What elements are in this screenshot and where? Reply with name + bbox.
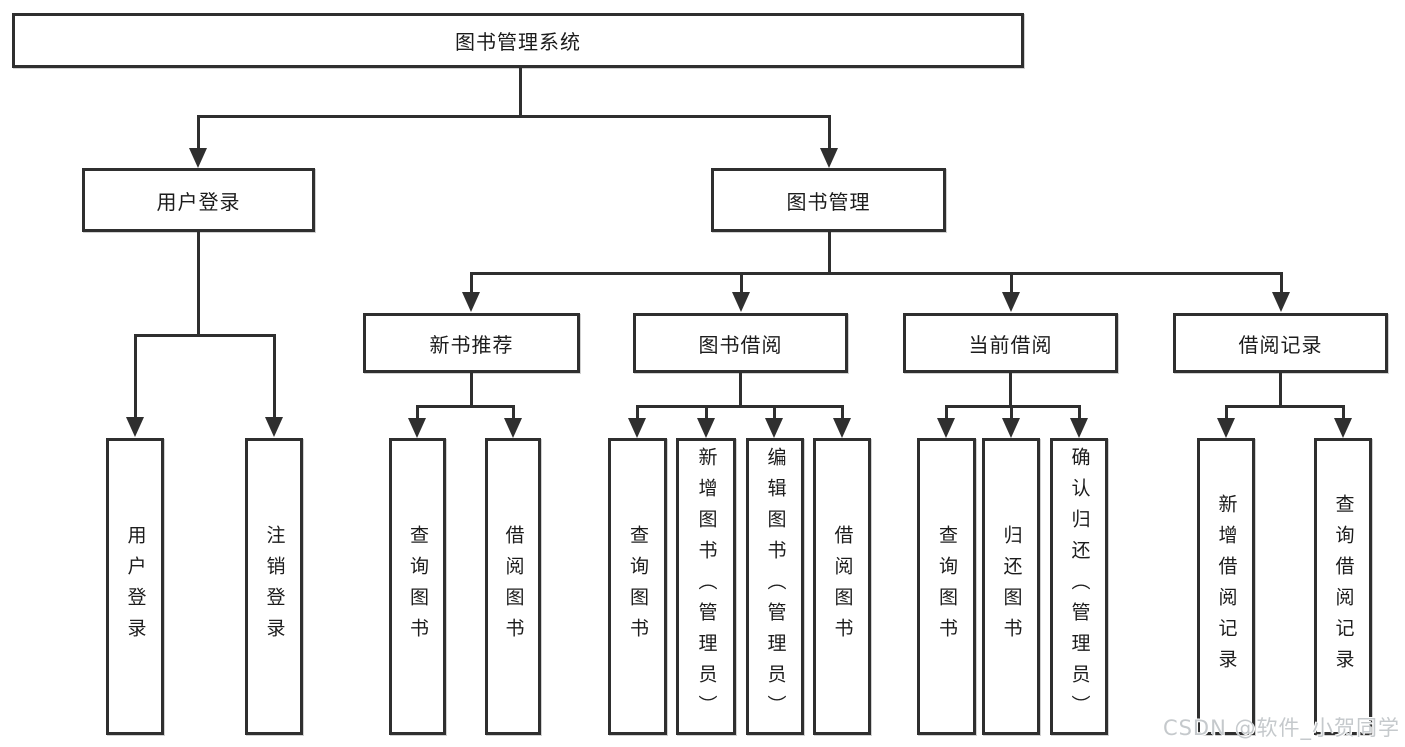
- node-book-management: 图书管理: [711, 168, 946, 232]
- node-current-confirm-return-label: 确认归还（管理员）: [1068, 447, 1091, 726]
- arrow-to-leaf-logout: [272, 334, 276, 417]
- connector-borrowing-down: [739, 373, 742, 406]
- node-records-add-record: 新增借阅记录: [1197, 438, 1255, 735]
- node-current-query-books-label: 查询图书: [936, 524, 958, 649]
- connector-user-login-rail: [133, 334, 276, 337]
- arrow-to-book-management: [827, 115, 831, 148]
- arrow-to-user-login: [196, 115, 200, 148]
- connector-recommend-down: [470, 373, 473, 406]
- node-leaf-logout: 注销登录: [245, 438, 303, 735]
- arrow-to-borrow-borrow: [840, 405, 844, 418]
- arrow-to-current-confirm: [1077, 405, 1081, 418]
- node-current-borrowing: 当前借阅: [903, 313, 1118, 373]
- node-user-login-group: 用户登录: [82, 168, 315, 232]
- node-borrow-borrow-books-label: 借阅图书: [831, 524, 854, 649]
- node-borrow-query-books: 查询图书: [608, 438, 667, 735]
- node-recommend-query-books-label: 查询图书: [407, 524, 429, 649]
- node-recommend-borrow-books: 借阅图书: [485, 438, 541, 735]
- arrow-to-borrowing: [739, 272, 743, 292]
- node-root: 图书管理系统: [12, 13, 1024, 68]
- arrow-to-recommend-borrow: [511, 405, 515, 418]
- node-borrow-edit-books: 编辑图书（管理员）: [746, 438, 804, 735]
- arrow-to-current-query: [944, 405, 948, 418]
- node-records-query-record: 查询借阅记录: [1314, 438, 1372, 735]
- node-current-return-books: 归还图书: [982, 438, 1040, 735]
- node-borrowing-records-label: 借阅记录: [1238, 332, 1323, 357]
- arrow-to-recommend: [469, 272, 473, 292]
- node-book-borrowing-label: 图书借阅: [698, 332, 783, 357]
- connector-level3-rail: [469, 272, 1283, 275]
- arrow-to-borrow-query: [635, 405, 639, 418]
- watermark-text: CSDN @软件_小贺同学: [1162, 716, 1400, 740]
- connector-level2-rail: [196, 115, 831, 118]
- node-user-login-group-label: 用户登录: [156, 189, 241, 214]
- arrow-to-borrow-add: [704, 405, 708, 418]
- node-borrowing-records: 借阅记录: [1173, 313, 1388, 373]
- node-records-query-record-label: 查询借阅记录: [1332, 493, 1355, 680]
- node-current-borrowing-label: 当前借阅: [968, 332, 1053, 357]
- node-recommend-borrow-books-label: 借阅图书: [502, 524, 525, 649]
- connector-borrowing-rail: [635, 405, 844, 408]
- node-borrow-query-books-label: 查询图书: [627, 524, 649, 649]
- node-new-book-recommend-label: 新书推荐: [429, 332, 514, 357]
- node-root-label: 图书管理系统: [455, 30, 581, 54]
- node-recommend-query-books: 查询图书: [389, 438, 446, 735]
- connector-recommend-rail: [415, 405, 515, 408]
- arrow-to-leaf-user-login: [133, 334, 137, 417]
- arrow-to-current-return: [1009, 405, 1013, 418]
- connector-user-login-down: [196, 232, 200, 336]
- arrow-to-records: [1279, 272, 1283, 292]
- node-leaf-logout-label: 注销登录: [263, 524, 286, 649]
- arrow-to-records-add: [1224, 405, 1228, 418]
- arrow-to-recommend-query: [415, 405, 419, 418]
- node-borrow-add-books-label: 新增图书（管理员）: [695, 447, 718, 726]
- arrow-to-current: [1009, 272, 1013, 292]
- node-leaf-user-login-label: 用户登录: [124, 524, 147, 649]
- connector-book-management-down: [827, 232, 831, 274]
- node-borrow-add-books: 新增图书（管理员）: [676, 438, 736, 735]
- connector-records-rail: [1224, 405, 1345, 408]
- node-new-book-recommend: 新书推荐: [363, 313, 580, 373]
- node-book-management-label: 图书管理: [786, 189, 871, 214]
- connector-current-down: [1009, 373, 1012, 406]
- node-current-query-books: 查询图书: [917, 438, 976, 735]
- node-current-confirm-return: 确认归还（管理员）: [1050, 438, 1108, 735]
- node-current-return-books-label: 归还图书: [1000, 524, 1023, 649]
- node-borrow-borrow-books: 借阅图书: [813, 438, 871, 735]
- connector-current-rail: [944, 405, 1081, 408]
- node-book-borrowing: 图书借阅: [633, 313, 848, 373]
- connector-records-down: [1279, 373, 1282, 406]
- arrow-to-records-query: [1341, 405, 1345, 418]
- arrow-to-borrow-edit: [772, 405, 776, 418]
- connector-root-down: [518, 66, 522, 117]
- node-leaf-user-login: 用户登录: [106, 438, 164, 735]
- node-records-add-record-label: 新增借阅记录: [1215, 493, 1238, 680]
- node-borrow-edit-books-label: 编辑图书（管理员）: [764, 447, 787, 726]
